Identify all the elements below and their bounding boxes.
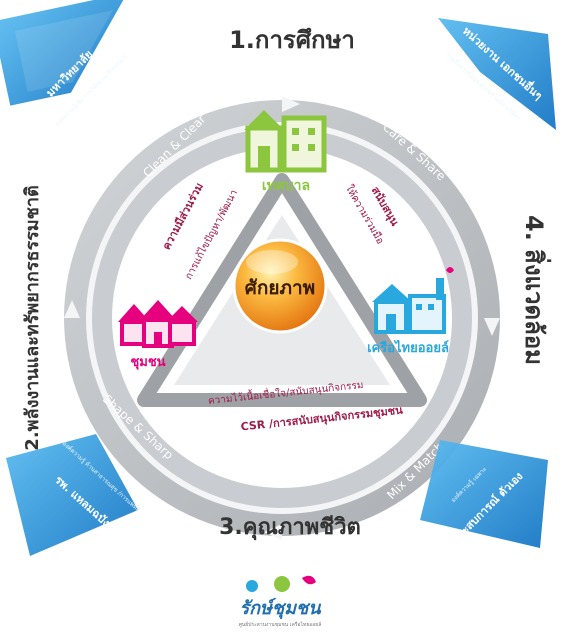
- center-orb-highlight: [246, 250, 298, 274]
- center-label: ศักยภาพ: [245, 277, 315, 299]
- ring-arrow-bottom: [264, 524, 282, 540]
- corner-private-agencies: หน่วยงาน เอกชนอื่นๆ ร่วมสื่อสารข้อมูล คว…: [438, 18, 556, 130]
- pillar-education: 1.การศึกษา: [229, 26, 355, 54]
- node-community: ชุมชน: [130, 355, 165, 370]
- center-triangle: [137, 173, 427, 407]
- ring-arrow-left: [64, 300, 80, 318]
- pillar-environment: 4. สิ่งแวดล้อม: [520, 215, 552, 365]
- pillar-quality-of-life: 3.คุณภาพชีวิต: [219, 515, 361, 541]
- corner-experience: ประสบการณ์ ตัวเอง องค์ความรู้ เฉพาะ: [420, 440, 548, 548]
- corner-university: มหาวิทยาลัย องค์ความรู้เชิง การวิจัยผ่าน…: [0, 0, 128, 128]
- pillar-energy-resources: 2.พลังงานและทรัพยากรธรรมชาติ: [22, 185, 43, 450]
- center-orb: [232, 238, 328, 334]
- node-company: เครือไทยออยล์: [367, 339, 449, 356]
- ring-arrow-right: [484, 318, 500, 336]
- company-factory-icon: [372, 267, 454, 334]
- node-municipality: เทศบาล: [262, 178, 310, 194]
- ring-arrow-top: [282, 96, 300, 112]
- raksa-chumchon-logo: รักษ์ชุมชน ศูนย์ประสานงานชุมชน เครือไทยอ…: [239, 575, 322, 628]
- logo-tagline: ศูนย์ประสานงานชุมชน เครือไทยออยล์: [239, 621, 322, 628]
- community-houses-icon: [118, 300, 198, 348]
- logo-wordmark: รักษ์ชุมชน: [239, 597, 322, 620]
- municipality-building-icon: [244, 110, 327, 173]
